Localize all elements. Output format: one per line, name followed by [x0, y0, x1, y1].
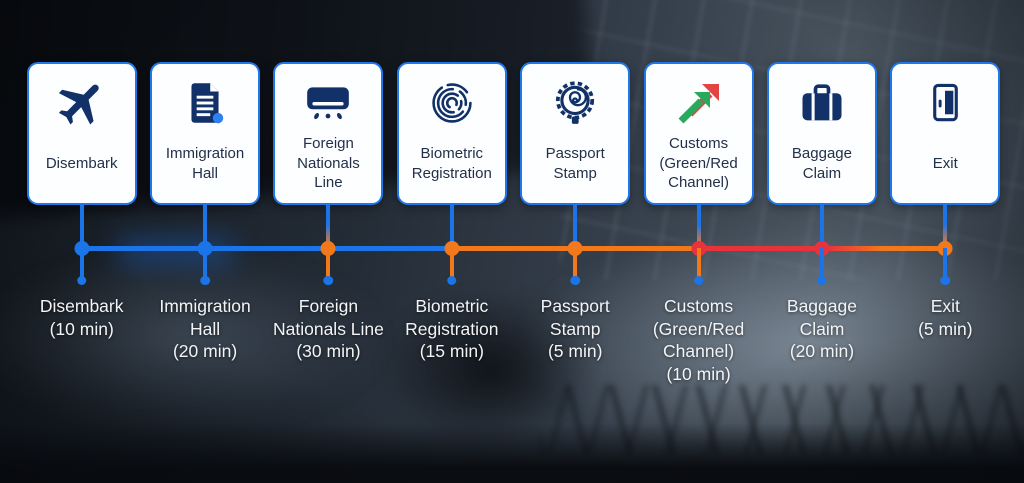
process-step: Foreign Nationals Line Foreign Nationals… [267, 0, 390, 483]
step-card: Baggage Claim [766, 62, 877, 205]
step-card-label: Immigration Hall [165, 145, 245, 182]
process-step: Customs (Green/Red Channel) Customs (Gre… [637, 0, 760, 483]
timeline-end-dot [76, 275, 87, 285]
step-card: Biometric Registration [396, 62, 507, 205]
process-step: Baggage Claim Baggage Claim (20 min) [760, 0, 883, 483]
step-duration-label: Biometric Registration (15 min) [405, 296, 499, 361]
process-steps-row: Disembark Disembark (10 min) Immigration… [20, 0, 1007, 483]
timeline-end-dot [940, 275, 951, 285]
process-step: Exit Exit (5 min) [884, 0, 1007, 483]
step-card: Exit [890, 62, 1001, 205]
customs-arrows-icon [675, 74, 723, 132]
step-card: Foreign Nationals Line [273, 62, 384, 205]
step-duration-label: Immigration Hall (20 min) [159, 296, 251, 361]
step-duration-label: Customs (Green/Red Channel) (10 min) [652, 296, 745, 384]
step-card: Immigration Hall [150, 62, 261, 205]
door-icon [922, 74, 969, 132]
process-step: Disembark Disembark (10 min) [20, 0, 143, 483]
step-card-label: Biometric Registration [411, 145, 492, 182]
step-card-label: Foreign Nationals Line [297, 135, 360, 192]
step-duration-label: Exit (5 min) [918, 296, 973, 339]
timeline-end-dot [693, 275, 704, 285]
timeline-end-dot [817, 275, 827, 285]
step-card: Disembark [26, 62, 137, 205]
timeline-end-dot [200, 275, 210, 285]
step-card-label: Passport Stamp [545, 145, 605, 182]
step-duration-label: Disembark (10 min) [39, 296, 124, 339]
step-duration-label: Baggage Claim (20 min) [786, 296, 857, 361]
step-duration-label: Passport Stamp (5 min) [540, 296, 610, 361]
process-step: Biometric Registration Biometric Registr… [390, 0, 513, 483]
process-step: Immigration Hall Immigration Hall (20 mi… [143, 0, 266, 483]
timeline-end-dot [570, 275, 580, 285]
timeline-end-dot [323, 275, 334, 285]
step-card-label: Exit [932, 154, 958, 172]
step-duration-label: Foreign Nationals Line (30 min) [272, 296, 384, 361]
airplane-icon [54, 74, 110, 132]
process-step: Passport Stamp Passport Stamp (5 min) [514, 0, 637, 483]
suitcase-icon [796, 74, 848, 132]
immigration-document-icon [180, 74, 230, 132]
step-card-label: Baggage Claim [791, 145, 852, 182]
timeline-end-dot [447, 275, 457, 285]
counter-sign-icon [303, 74, 353, 132]
fingerprint-icon [426, 74, 478, 132]
step-card: Passport Stamp [520, 62, 631, 205]
step-card: Customs (Green/Red Channel) [643, 62, 754, 205]
step-card-label: Customs (Green/Red Channel) [659, 135, 738, 192]
passport-stamp-icon [550, 74, 600, 132]
